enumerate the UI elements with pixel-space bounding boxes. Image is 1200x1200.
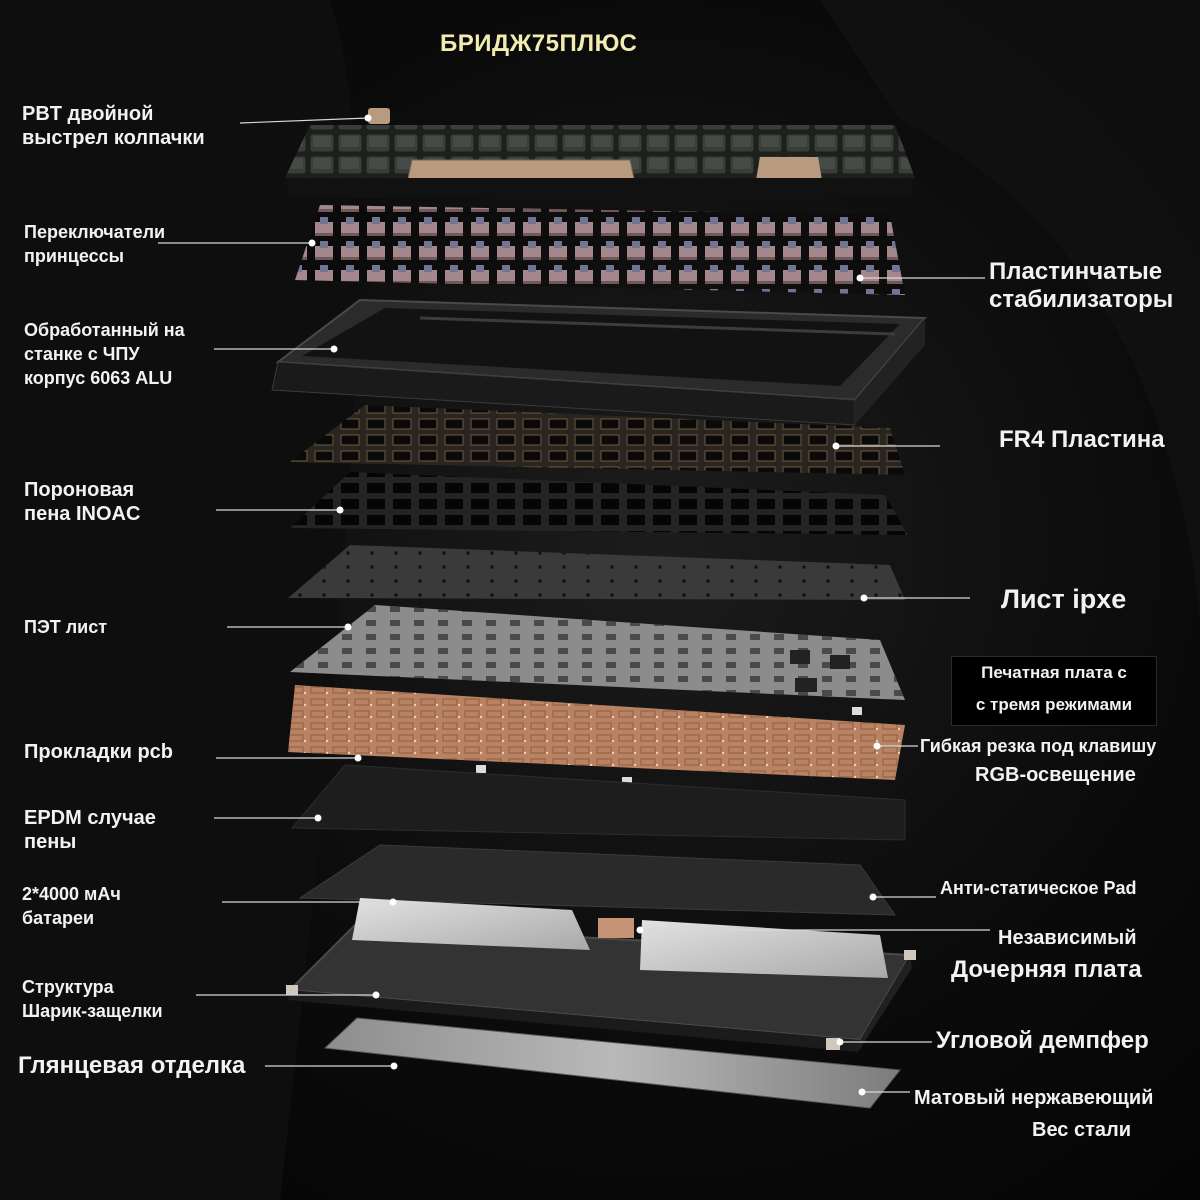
label-daughterboard: Дочерняя плата xyxy=(951,958,1142,982)
label-line: выстрел колпачки xyxy=(22,127,205,149)
label-ixpe-sheet: Лист ipxe xyxy=(1001,584,1126,614)
label-line: Матовый нержавеющий xyxy=(914,1087,1154,1109)
epdm-foam-layer xyxy=(290,764,906,841)
label-batteries: 2*4000 мАч батареи xyxy=(22,882,121,930)
label-stabilizers: Пластинчатые стабилизаторы xyxy=(989,258,1173,314)
label-line: 2*4000 мАч xyxy=(22,884,121,904)
label-line: Независимый xyxy=(998,927,1137,949)
label-line: Угловой демпфер xyxy=(936,1027,1149,1054)
battery-2 xyxy=(640,920,888,978)
label-line: Пластинчатые xyxy=(989,258,1163,285)
label-epdm-foam: EPDM случае пены xyxy=(24,806,156,854)
label-line: FR4 Пластина xyxy=(999,426,1165,453)
label-fr4-plate: FR4 Пластина xyxy=(999,428,1165,452)
label-matte-steel: Матовый нержавеющий Вес стали xyxy=(914,1082,1153,1146)
product-title: БРИДЖ75ПЛЮС xyxy=(440,30,638,57)
label-line: батареи xyxy=(22,908,95,928)
label-line: RGB-освещение xyxy=(975,764,1136,786)
label-alu-case: Обработанный на станке с ЧПУ корпус 6063… xyxy=(24,318,185,390)
label-line: Лист ipxe xyxy=(1001,584,1127,614)
label-line: принцессы xyxy=(24,246,125,266)
poron-foam-layer xyxy=(290,472,908,535)
label-line: Структура xyxy=(22,977,114,997)
label-glossy-finish: Глянцевая отделка xyxy=(18,1054,245,1078)
label-ball-catch: Структура Шарик-защелки xyxy=(22,975,163,1023)
pcb-layer xyxy=(288,685,905,801)
fr4-plate-layer xyxy=(290,405,905,475)
label-pcb-three-modes: Печатная плата с с тремя режимами xyxy=(951,656,1157,726)
keycaps-layer xyxy=(285,108,915,198)
label-line: Вес стали xyxy=(1032,1119,1132,1141)
label-line: корпус 6063 ALU xyxy=(24,368,173,388)
leader-dots xyxy=(308,114,881,1096)
daughterboard xyxy=(598,918,634,938)
label-line: EPDM случае xyxy=(24,807,156,829)
label-line: Пороновая xyxy=(24,479,135,501)
label-line: станке с ЧПУ xyxy=(24,344,140,364)
label-line: пена INOAC xyxy=(24,503,141,525)
label-line: Шарик-защелки xyxy=(22,1001,163,1021)
label-line: с тремя режимами xyxy=(975,695,1133,714)
bottom-case-layer xyxy=(286,898,916,1052)
label-line: PBT двойной xyxy=(22,103,154,125)
label-pet-sheet: ПЭТ лист xyxy=(24,615,107,639)
switches-layer xyxy=(295,205,905,295)
label-line: Переключатели xyxy=(24,222,166,242)
antistatic-pad-layer xyxy=(298,844,896,916)
background-curve xyxy=(820,0,1200,620)
label-flex-cut: Гибкая резка под клавишу xyxy=(920,734,1156,758)
label-line: Глянцевая отделка xyxy=(18,1052,246,1079)
steel-weight-layer xyxy=(323,1017,901,1109)
label-pcb-gaskets: Прокладки pcb xyxy=(24,740,173,764)
label-line: пены xyxy=(24,831,77,853)
label-line: Дочерняя плата xyxy=(951,956,1142,983)
label-line: стабилизаторы xyxy=(989,286,1174,313)
label-independent: Независимый xyxy=(998,926,1137,950)
background-curve xyxy=(0,0,358,1200)
label-corner-damper: Угловой демпфер xyxy=(936,1029,1149,1053)
label-keycaps: PBT двойной выстрел колпачки xyxy=(22,102,205,150)
label-line: Гибкая резка под клавишу xyxy=(920,736,1157,756)
label-line: Обработанный на xyxy=(24,320,185,340)
label-poron-foam: Пороновая пена INOAC xyxy=(24,478,140,526)
leader-lines xyxy=(158,117,990,1093)
label-line: Прокладки pcb xyxy=(24,741,174,763)
alu-case-layer xyxy=(271,298,928,426)
label-line: Анти-статическое Pad xyxy=(940,878,1137,898)
label-antistatic-pad: Анти-статическое Pad xyxy=(940,876,1137,900)
label-line: ПЭТ лист xyxy=(24,617,108,637)
pet-sheet-layer xyxy=(290,605,905,700)
ixpe-sheet-layer xyxy=(288,545,905,600)
label-line: Печатная плата с xyxy=(981,663,1127,682)
label-rgb-lighting: RGB-освещение xyxy=(975,763,1136,787)
label-switches: Переключатели принцессы xyxy=(24,220,165,268)
battery-1 xyxy=(352,898,590,950)
